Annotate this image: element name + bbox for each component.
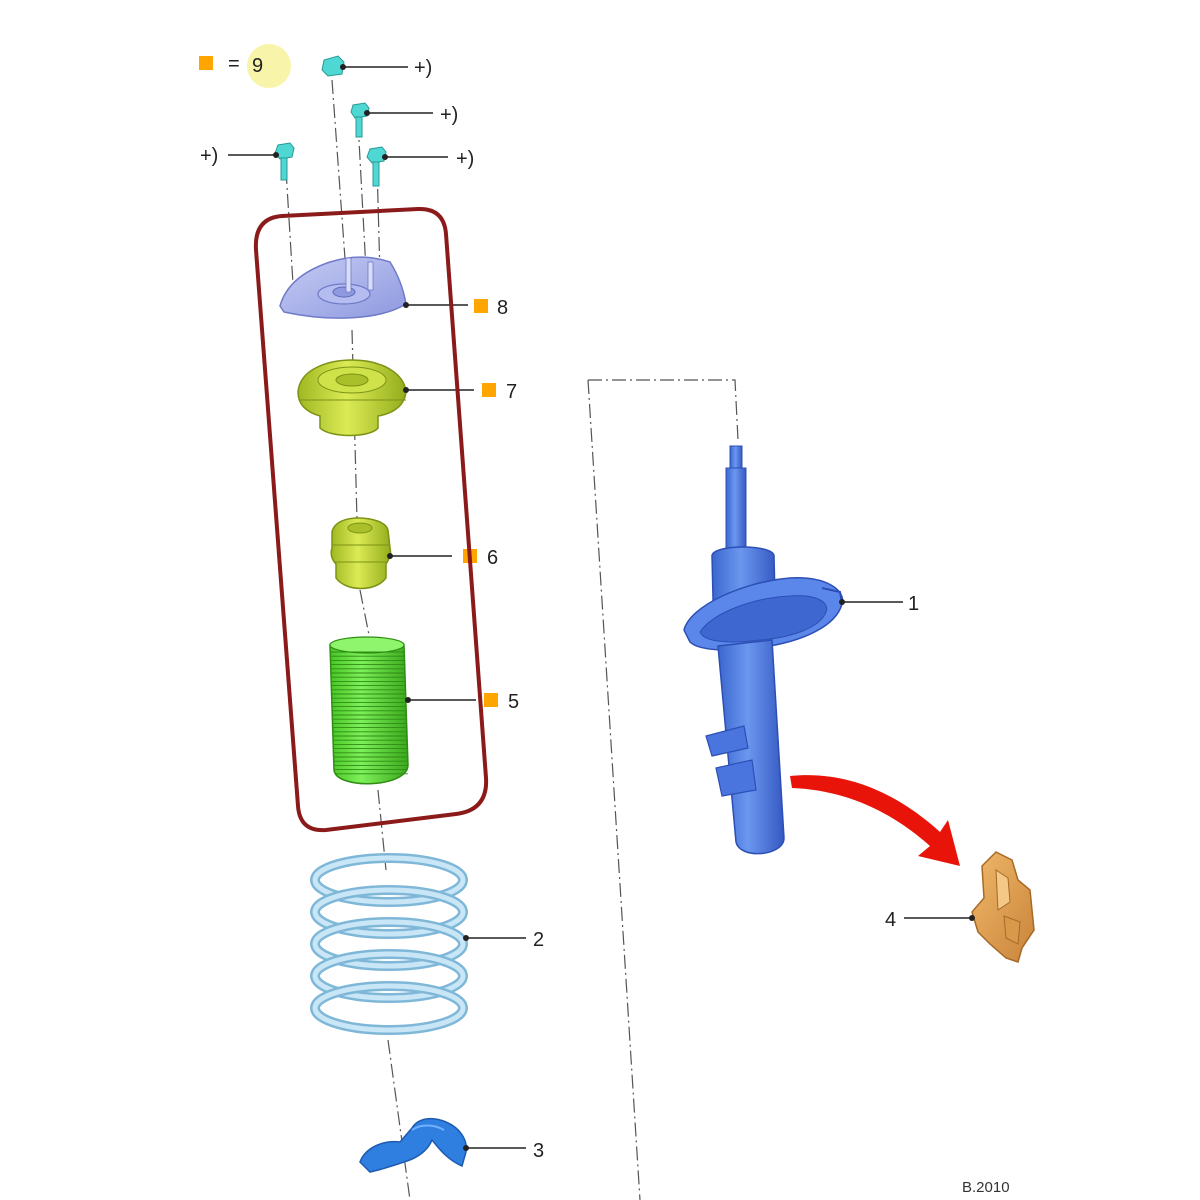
fastener-bolt-right: +) (366, 146, 474, 187)
bellows-ribs (331, 651, 408, 775)
drawing-code: B.2010 (962, 1179, 1010, 1196)
spring-coils (310, 853, 468, 1035)
legend-highlight (247, 44, 291, 88)
part-label-3: 3 (533, 1140, 544, 1162)
legend-marker (199, 56, 213, 70)
part-2-coil-spring: 2 (310, 853, 544, 1035)
part-6-bump-stop: 6 (330, 517, 498, 590)
part-label-8: 8 (497, 297, 508, 319)
part-7-upper-spring-seat: 7 (297, 359, 517, 437)
part-label-7: 7 (506, 381, 517, 403)
legend: = 9 (199, 44, 291, 88)
part-label-4: 4 (885, 909, 896, 931)
fastener-note-2: +) (440, 104, 458, 126)
fastener-bolt-left: +) (200, 142, 295, 181)
part-4-clip: 4 (885, 851, 1035, 963)
spring-coil-front (312, 887, 466, 937)
part-label-1: 1 (908, 593, 919, 615)
fastener-note-1: +) (414, 57, 432, 79)
spring-coil-front (312, 983, 466, 1033)
part-3-lower-spring-seat: 3 (359, 1117, 544, 1173)
part-label-5: 5 (508, 691, 519, 713)
part-1-shock-absorber-strut: 1 (683, 445, 919, 855)
marker-5 (484, 693, 498, 707)
spring-coil-front (312, 919, 466, 969)
part-label-6: 6 (487, 547, 498, 569)
fastener-note-4: +) (456, 148, 474, 170)
fasteners: +) +) +) +) (200, 55, 474, 187)
fastener-bolt-upper: +) (350, 102, 458, 138)
part-8-strut-mount: 8 (279, 256, 508, 319)
part-5-protective-sleeve: 5 (329, 636, 519, 785)
spring-coil-front (312, 855, 466, 905)
spring-coil-front (312, 951, 466, 1001)
marker-7 (482, 383, 496, 397)
part-label-2: 2 (533, 929, 544, 951)
red-pointer-arrow (790, 775, 960, 866)
annotation-frame (253, 206, 489, 833)
fastener-nut-top: +) (321, 55, 432, 79)
marker-8 (474, 299, 488, 313)
fastener-note-3: +) (200, 145, 218, 167)
legend-equals: = (228, 53, 240, 75)
legend-value: 9 (252, 55, 263, 77)
